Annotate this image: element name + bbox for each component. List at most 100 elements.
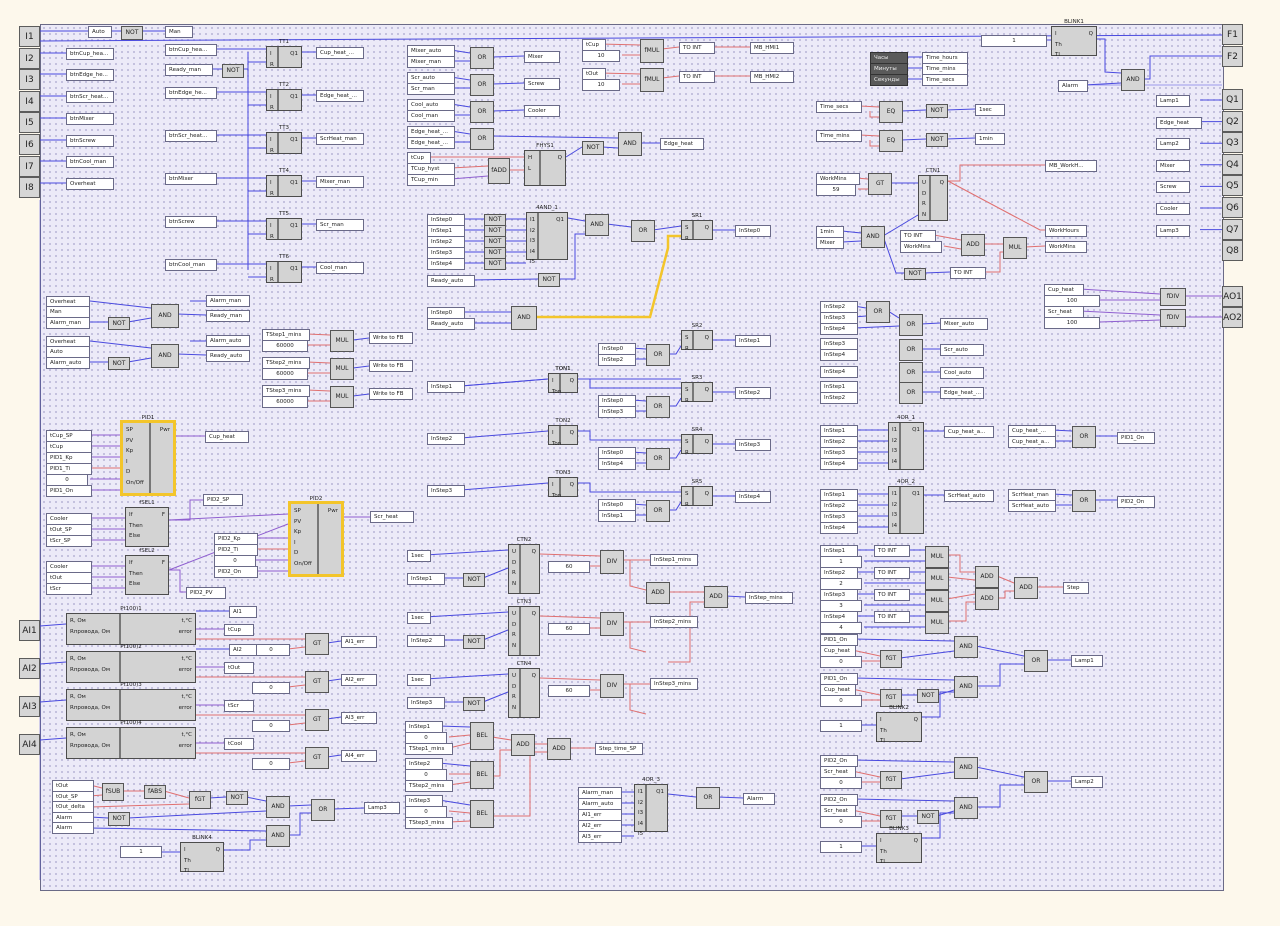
div-gate[interactable]: DIV [600, 550, 624, 574]
not-gate[interactable]: NOT [926, 104, 948, 118]
eq-gate[interactable]: EQ [879, 101, 903, 123]
to-int-tag[interactable]: TO INT [874, 545, 910, 557]
ready-man-tag[interactable]: Ready_man [165, 64, 213, 76]
pid-input[interactable]: Cup_heat_a... [1008, 436, 1056, 448]
input-port-i1[interactable]: I1 [19, 26, 40, 47]
workmins-out-tag[interactable]: WorkMins [1045, 241, 1087, 253]
not-gate[interactable]: NOT [463, 635, 485, 649]
constant-value[interactable]: 60000 [262, 368, 308, 380]
constant-value[interactable]: 4 [820, 622, 862, 634]
input-tag[interactable]: btnScrew [66, 135, 114, 147]
man-tag[interactable]: Man [165, 26, 193, 38]
gt-gate[interactable]: GT [305, 633, 329, 655]
and-gate[interactable]: AND [954, 636, 978, 658]
or-output[interactable]: Mixer [524, 51, 560, 63]
q-output-tag[interactable]: Lamp3 [1156, 224, 1190, 237]
or-input[interactable]: Mixer_man [407, 56, 455, 68]
or-gate[interactable]: OR [899, 314, 923, 336]
tt-input-tag[interactable]: btnCup_hea... [165, 44, 217, 56]
ai-tag[interactable]: AI1 [229, 606, 257, 618]
pid-on-tag[interactable]: PID1_On [1117, 432, 1155, 444]
gt-gate[interactable]: GT [305, 671, 329, 693]
mul-gate[interactable]: MUL [330, 386, 354, 408]
or-gate[interactable]: OR [646, 448, 670, 470]
to-int-tag[interactable]: TO INT [874, 589, 910, 601]
min-input[interactable]: Mixer [816, 237, 844, 249]
or-input[interactable]: Edge_heat_... [407, 137, 455, 149]
sr-output[interactable]: InStep3 [735, 439, 771, 451]
alarm-output[interactable]: Alarm_auto [206, 335, 250, 347]
constant-value[interactable]: 0 [252, 682, 290, 694]
and-gate[interactable]: AND [954, 676, 978, 698]
input-port-i4[interactable]: I4 [19, 90, 40, 112]
pid2-sp-tag[interactable]: PID2_SP [203, 494, 243, 506]
or-gate[interactable]: OR [646, 396, 670, 418]
fdiv-gate[interactable]: fDIV [1160, 288, 1186, 306]
mul-gate[interactable]: MUL [330, 358, 354, 380]
eq-output[interactable]: 1sec [975, 104, 1005, 116]
analog-input-ai4[interactable]: AI4 [19, 734, 40, 755]
sel-input[interactable]: TStep2_mins [405, 780, 453, 792]
fgt-gate[interactable]: fGT [880, 650, 902, 668]
temp-tag[interactable]: tCool [224, 738, 254, 750]
ton-input[interactable]: InStep2 [427, 433, 465, 445]
sel-gate[interactable]: BEL [470, 761, 494, 789]
or-gate[interactable]: OR [899, 382, 923, 404]
temp-tag[interactable]: tScr [224, 700, 254, 712]
analog-input-ai3[interactable]: AI3 [19, 696, 40, 717]
input-tag[interactable]: btnEdge_he... [66, 69, 114, 81]
fabs-gate[interactable]: fABS [144, 785, 166, 799]
pid1-input[interactable]: PID1_On [46, 485, 92, 497]
not-gate[interactable]: NOT [108, 812, 130, 826]
not-gate[interactable]: NOT [108, 317, 130, 330]
alarm-input[interactable]: Alarm_man [46, 317, 90, 329]
gt-gate[interactable]: GT [868, 173, 892, 195]
or-gate[interactable]: OR [1072, 490, 1096, 512]
to-int-tag[interactable]: TO INT [874, 611, 910, 623]
fsel-input[interactable]: tScr_SP [46, 535, 92, 547]
analog-input-ai1[interactable]: AI1 [19, 620, 40, 641]
or-gate[interactable]: OR [646, 500, 670, 522]
output-port-q7[interactable]: Q7 [1222, 218, 1243, 240]
analog-input-ai2[interactable]: AI2 [19, 658, 40, 679]
constant-value[interactable]: 10 [582, 50, 620, 62]
mul-gate[interactable]: MUL [925, 568, 949, 590]
or-auto-output[interactable]: Edge_heat_... [940, 387, 984, 399]
gt-gate[interactable]: GT [305, 747, 329, 769]
constant-value[interactable]: 60 [548, 623, 590, 635]
eq-gate[interactable]: EQ [879, 130, 903, 152]
mul-gate[interactable]: MUL [925, 612, 949, 634]
tt-output-tag[interactable]: Scr_man [316, 219, 364, 231]
output-port-q5[interactable]: Q5 [1222, 175, 1243, 197]
constant-value[interactable]: 60 [548, 561, 590, 573]
fgt-gate[interactable]: fGT [880, 771, 902, 789]
sr-input[interactable]: InStep1 [598, 510, 636, 522]
tt-output-tag[interactable]: ScrHeat_man [316, 133, 364, 145]
add-gate[interactable]: ADD [1014, 577, 1038, 599]
and-gate[interactable]: AND [861, 226, 885, 248]
output-port-q1[interactable]: Q1 [1222, 89, 1243, 110]
workhours-tag[interactable]: WorkHours [1045, 225, 1087, 237]
or-gate[interactable]: OR [470, 101, 494, 123]
output-port-q3[interactable]: Q3 [1222, 132, 1243, 154]
and-gate[interactable]: AND [151, 304, 179, 328]
fgt-gate[interactable]: fGT [189, 791, 211, 809]
constant-value[interactable]: 60 [548, 685, 590, 697]
tt-input-tag[interactable]: btnCool_man [165, 259, 217, 271]
or-auto-output[interactable]: Scr_auto [940, 344, 984, 356]
mul-gate[interactable]: MUL [925, 590, 949, 612]
